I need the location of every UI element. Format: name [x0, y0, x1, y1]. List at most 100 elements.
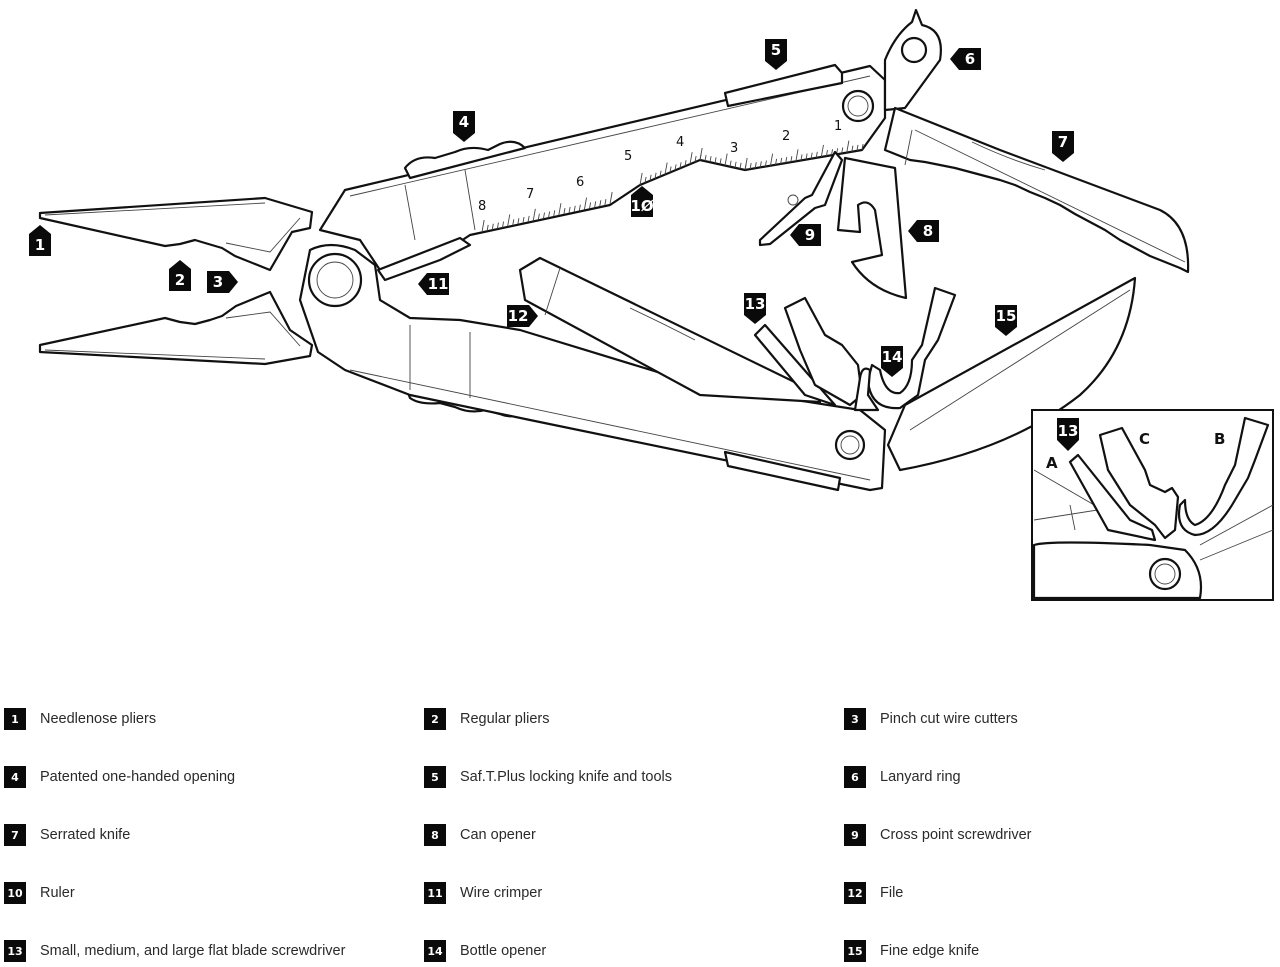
inset-letter-b: B	[1214, 430, 1225, 448]
ruler-number: 5	[624, 149, 632, 164]
legend-label: Can opener	[460, 827, 536, 843]
legend-item: 15 Fine edge knife	[840, 940, 979, 962]
multitool-diagram: 1 2 3 4 5 6 7 8	[29, 8, 1274, 601]
ruler-tick	[815, 151, 818, 158]
ruler-tick	[825, 150, 828, 157]
callout-5: 5	[765, 39, 787, 70]
ruler-tick	[502, 221, 505, 228]
ruler-tick	[820, 144, 824, 158]
ruler-tick	[664, 162, 668, 175]
callout-number: 5	[771, 41, 781, 59]
ruler-tick	[537, 213, 540, 220]
callout-number: 6	[965, 50, 975, 68]
legend-number-badge: 9	[844, 824, 866, 846]
ruler-tick	[841, 147, 844, 154]
ruler-tick	[563, 208, 566, 215]
callout-tag-shape	[507, 305, 538, 327]
ruler-number: 6	[576, 175, 584, 190]
ruler-tick	[674, 164, 677, 171]
callout-number: 1Ø	[630, 197, 653, 215]
legend-label: Pinch cut wire cutters	[880, 711, 1018, 727]
legend-number-badge: 4	[4, 766, 26, 788]
ruler-tick	[481, 219, 485, 233]
legend-number-badge: 15	[844, 940, 866, 962]
ruler-number: 8	[478, 199, 486, 214]
legend-label: Lanyard ring	[880, 769, 961, 785]
ruler-tick	[486, 224, 489, 231]
ruler-tick	[542, 212, 545, 219]
legend-label: Serrated knife	[40, 827, 131, 843]
callout-2: 2	[169, 260, 191, 291]
ruler-tick	[679, 162, 682, 169]
callout-number: 8	[923, 222, 933, 240]
ruler-tick	[699, 147, 703, 161]
legend-number-badge: 14	[424, 940, 446, 962]
ruler-tick	[800, 154, 803, 161]
ruler-tick	[729, 160, 732, 167]
ruler-tick	[714, 157, 717, 164]
ruler-tick	[644, 176, 647, 183]
legend-label: Regular pliers	[460, 711, 550, 727]
ruler-tick	[599, 200, 602, 207]
callout-7: 7	[1052, 131, 1074, 162]
ruler-tick	[754, 162, 757, 169]
ruler-tick	[749, 163, 752, 170]
callout-tag-shape	[995, 305, 1017, 336]
legend-number-badge: 8	[424, 824, 446, 846]
callout-13: 13	[744, 293, 766, 324]
legend-item: 4 Patented one-handed opening	[0, 766, 235, 788]
callout-12: 12	[507, 305, 538, 327]
ruler-tick	[739, 162, 742, 169]
ruler-tick	[684, 160, 687, 167]
ruler-tick	[769, 153, 774, 166]
ruler-tick	[689, 152, 693, 165]
callout-number: 13	[745, 295, 766, 313]
ruler-tick	[512, 219, 515, 226]
legend-label: Fine edge knife	[880, 943, 980, 959]
callout-number: 3	[213, 273, 223, 291]
legend-number-badge: 12	[844, 882, 866, 904]
legend-item: 9 Cross point screwdriver	[840, 824, 1032, 846]
ruler-tick	[527, 215, 530, 222]
callout-6: 6	[950, 48, 981, 70]
ruler-tick	[491, 223, 494, 230]
legend-number-badge: 11	[424, 882, 446, 904]
callout-number: 12	[508, 307, 529, 325]
legend-number-badge: 10	[4, 882, 26, 904]
legend-item: 3 Pinch cut wire cutters	[840, 708, 1018, 730]
callout-number: 4	[459, 113, 469, 131]
legend-item: 10 Ruler	[0, 882, 75, 904]
ruler-number: 3	[730, 141, 738, 156]
legend-label: Patented one-handed opening	[40, 769, 236, 785]
legend-number-badge: 3	[844, 708, 866, 730]
callout-9: 9	[790, 224, 821, 246]
legend-label: Cross point screwdriver	[880, 827, 1032, 843]
ruler-tick	[694, 156, 697, 163]
callout-tag-shape	[765, 39, 787, 70]
inset-callout-13: 13	[1057, 418, 1079, 451]
callout-tag-shape	[418, 273, 449, 295]
callout-number: 11	[428, 275, 449, 293]
ruler-tick	[532, 208, 536, 221]
callout-tag-shape	[207, 271, 238, 293]
ruler-tick	[861, 143, 864, 151]
ruler-tick	[594, 201, 597, 208]
ruler-tick	[831, 149, 834, 156]
ruler-tick	[759, 161, 762, 168]
svg-text:13: 13	[1058, 422, 1079, 440]
pliers-jaws	[38, 196, 314, 366]
inset-letter-a: A	[1046, 454, 1058, 472]
callout-tag-shape	[1052, 131, 1074, 162]
cross-point-screwdriver-shape	[758, 150, 844, 247]
ruler-tick	[851, 145, 854, 152]
legend-item: 8 Can opener	[420, 824, 536, 846]
ruler-tick	[780, 157, 783, 164]
legend-label: Ruler	[40, 885, 75, 901]
callout-number: 15	[996, 307, 1017, 325]
ruler-tick	[649, 174, 652, 181]
callout-11: 11	[418, 273, 449, 295]
legend-label: Saf.T.Plus locking knife and tools	[460, 769, 672, 785]
